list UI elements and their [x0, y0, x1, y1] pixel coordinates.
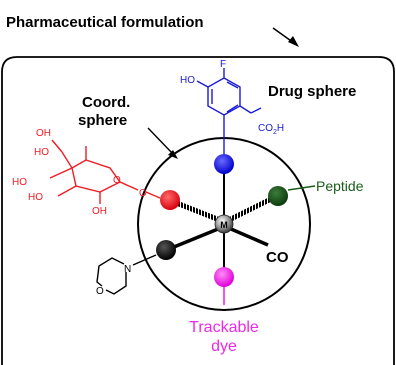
- drug-carboxyl-group: CO2H: [258, 123, 284, 136]
- drug-ho-atom: HO: [180, 75, 195, 86]
- sugar-ho-atom-2: HO: [12, 177, 27, 188]
- sugar-oh-atom-2: OH: [92, 206, 107, 217]
- coord-sphere-label-line2: sphere: [78, 112, 127, 129]
- coord-sphere-label-line1: Coord.: [82, 94, 130, 111]
- sugar-ring-oxygen: O: [113, 175, 121, 186]
- drug-carboxyl-co: CO: [258, 123, 273, 134]
- sugar-molecule: [49, 139, 161, 204]
- sugar-ho-atom-1: HO: [34, 147, 49, 158]
- metal-bonds: [168, 166, 277, 276]
- metal-center: [214, 214, 234, 234]
- dye-label-line2: dye: [211, 338, 237, 355]
- peptide-ligand-sphere: [268, 186, 288, 206]
- metal-label: M: [220, 220, 228, 230]
- sugar-link-oxygen: O: [139, 188, 147, 199]
- drug-sphere-label: Drug sphere: [268, 83, 356, 100]
- co-label: CO: [266, 249, 289, 266]
- drug-f-atom: F: [220, 59, 226, 70]
- formulation-box: [1, 56, 395, 365]
- page-title: Pharmaceutical formulation: [6, 14, 204, 31]
- peptide-link: [287, 185, 316, 191]
- peptide-label: Peptide: [316, 178, 364, 194]
- drug-molecule: [196, 68, 262, 154]
- drug-carboxyl-sub: 2: [273, 129, 277, 136]
- morpholine-n-atom: N: [124, 264, 131, 275]
- morpholine-molecule: [96, 254, 157, 295]
- dye-ligand-sphere: [214, 267, 234, 287]
- drug-carboxyl-h: H: [277, 123, 284, 134]
- sugar-ho-atom-3: HO: [28, 192, 43, 203]
- sugar-ligand-sphere: [160, 190, 180, 210]
- drug-ligand-sphere: [214, 154, 234, 174]
- morpholine-ligand-sphere: [156, 240, 176, 260]
- sugar-oh-atom-1: OH: [36, 128, 51, 139]
- dye-label-line1: Trackable: [189, 319, 259, 336]
- header-arrow: [272, 27, 299, 47]
- coord-sphere-arrow: [147, 127, 178, 159]
- morpholine-o-atom: O: [96, 286, 104, 297]
